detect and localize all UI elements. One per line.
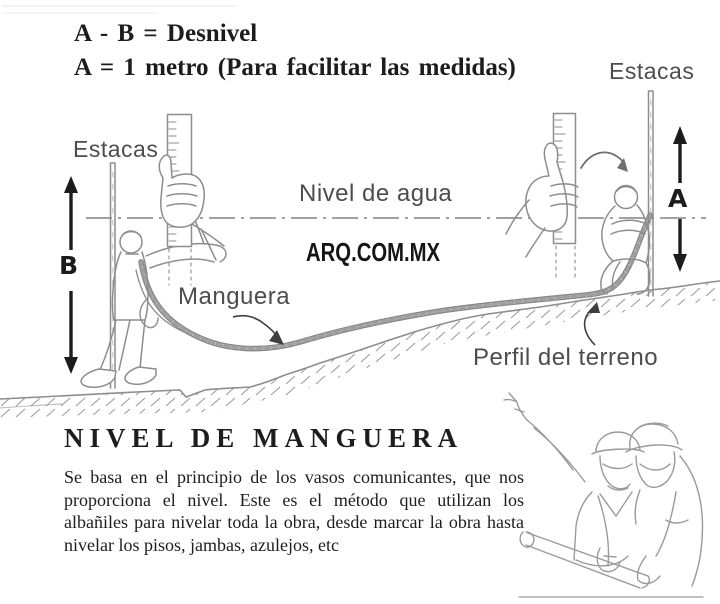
terrain-drawing bbox=[0, 280, 720, 418]
transfer-arrow bbox=[580, 151, 628, 172]
watermark-text: ARQ.COM.MX bbox=[306, 237, 441, 267]
label-estacas-right: Estacas bbox=[609, 58, 695, 84]
measure-b-label: B bbox=[59, 251, 79, 280]
article-title: NIVEL DE MANGUERA bbox=[64, 423, 464, 453]
label-estacas-left: Estacas bbox=[73, 136, 159, 162]
label-manguera: Manguera bbox=[178, 283, 291, 310]
measure-b-arrows bbox=[64, 176, 78, 374]
right-stake-drawing bbox=[647, 90, 654, 297]
right-hand-drawing bbox=[505, 142, 579, 258]
right-person-drawing bbox=[600, 184, 651, 295]
formula-line-2: A = 1 metro (Para facilitar las medidas) bbox=[74, 54, 516, 81]
measure-a-label: A bbox=[668, 184, 688, 213]
workers-illustration bbox=[503, 392, 704, 598]
perfil-arrow bbox=[583, 302, 600, 346]
measure-a-arrows bbox=[673, 126, 687, 272]
left-hand-drawing bbox=[158, 154, 225, 247]
left-worker-figure bbox=[80, 113, 227, 389]
top-artifact-lines bbox=[2, 5, 236, 14]
formula-block: A - B = Desnivel A = 1 metro (Para facil… bbox=[74, 17, 516, 85]
manguera-arrow bbox=[232, 314, 284, 345]
right-worker-figure bbox=[505, 90, 654, 297]
formula-line-1: A - B = Desnivel bbox=[74, 20, 258, 47]
label-perfil-del-terreno: Perfil del terreno bbox=[473, 344, 659, 371]
article-body: Se basa en el principio de los vasos com… bbox=[64, 467, 524, 555]
label-nivel-de-agua: Nivel de agua bbox=[299, 180, 453, 207]
